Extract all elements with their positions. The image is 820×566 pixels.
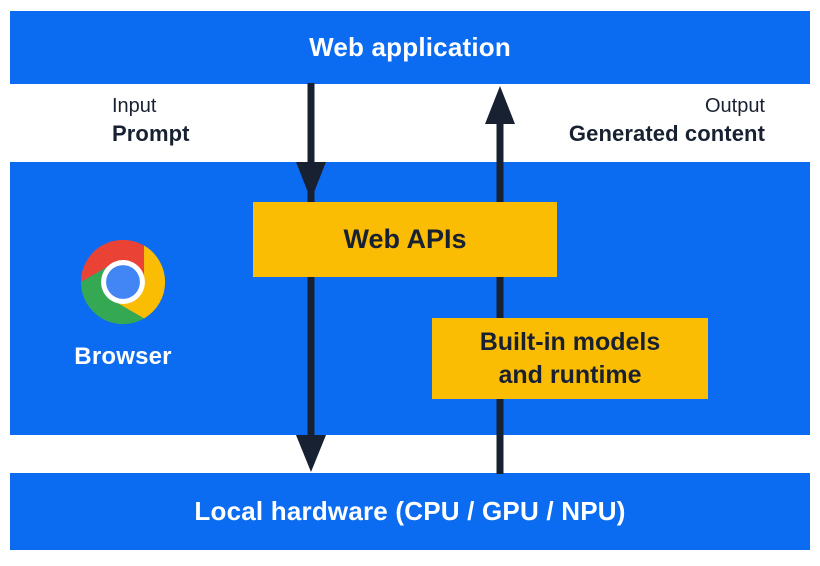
input-value: Prompt	[112, 121, 190, 146]
chrome-logo-icon	[80, 239, 166, 325]
up-arrowhead-into-web-application	[485, 86, 515, 124]
input-title: Input	[112, 95, 157, 117]
chrome-logo-blue-center	[106, 265, 140, 299]
browser-label: Browser	[74, 343, 172, 370]
output-title: Output	[704, 95, 765, 117]
chrome-logo-green-segment	[80, 263, 145, 325]
input-label-block: Input Prompt	[112, 93, 190, 148]
output-value: Generated content	[568, 121, 765, 146]
output-label-block: Output Generated content	[569, 93, 765, 148]
builtin-models-label-line2: and runtime	[498, 360, 642, 389]
local-hardware-label: Local hardware (CPU / GPU / NPU)	[194, 496, 626, 526]
web-apis-box: Web APIs	[253, 202, 557, 277]
down-arrowhead-into-hardware	[296, 435, 326, 472]
web-application-layer: Web application	[10, 11, 810, 84]
web-application-label: Web application	[309, 32, 511, 62]
builtin-models-box: Built-in models and runtime	[432, 318, 708, 399]
builtin-models-label-line1: Built-in models	[479, 327, 661, 356]
web-apis-label: Web APIs	[343, 224, 467, 254]
local-hardware-layer: Local hardware (CPU / GPU / NPU)	[10, 473, 810, 550]
